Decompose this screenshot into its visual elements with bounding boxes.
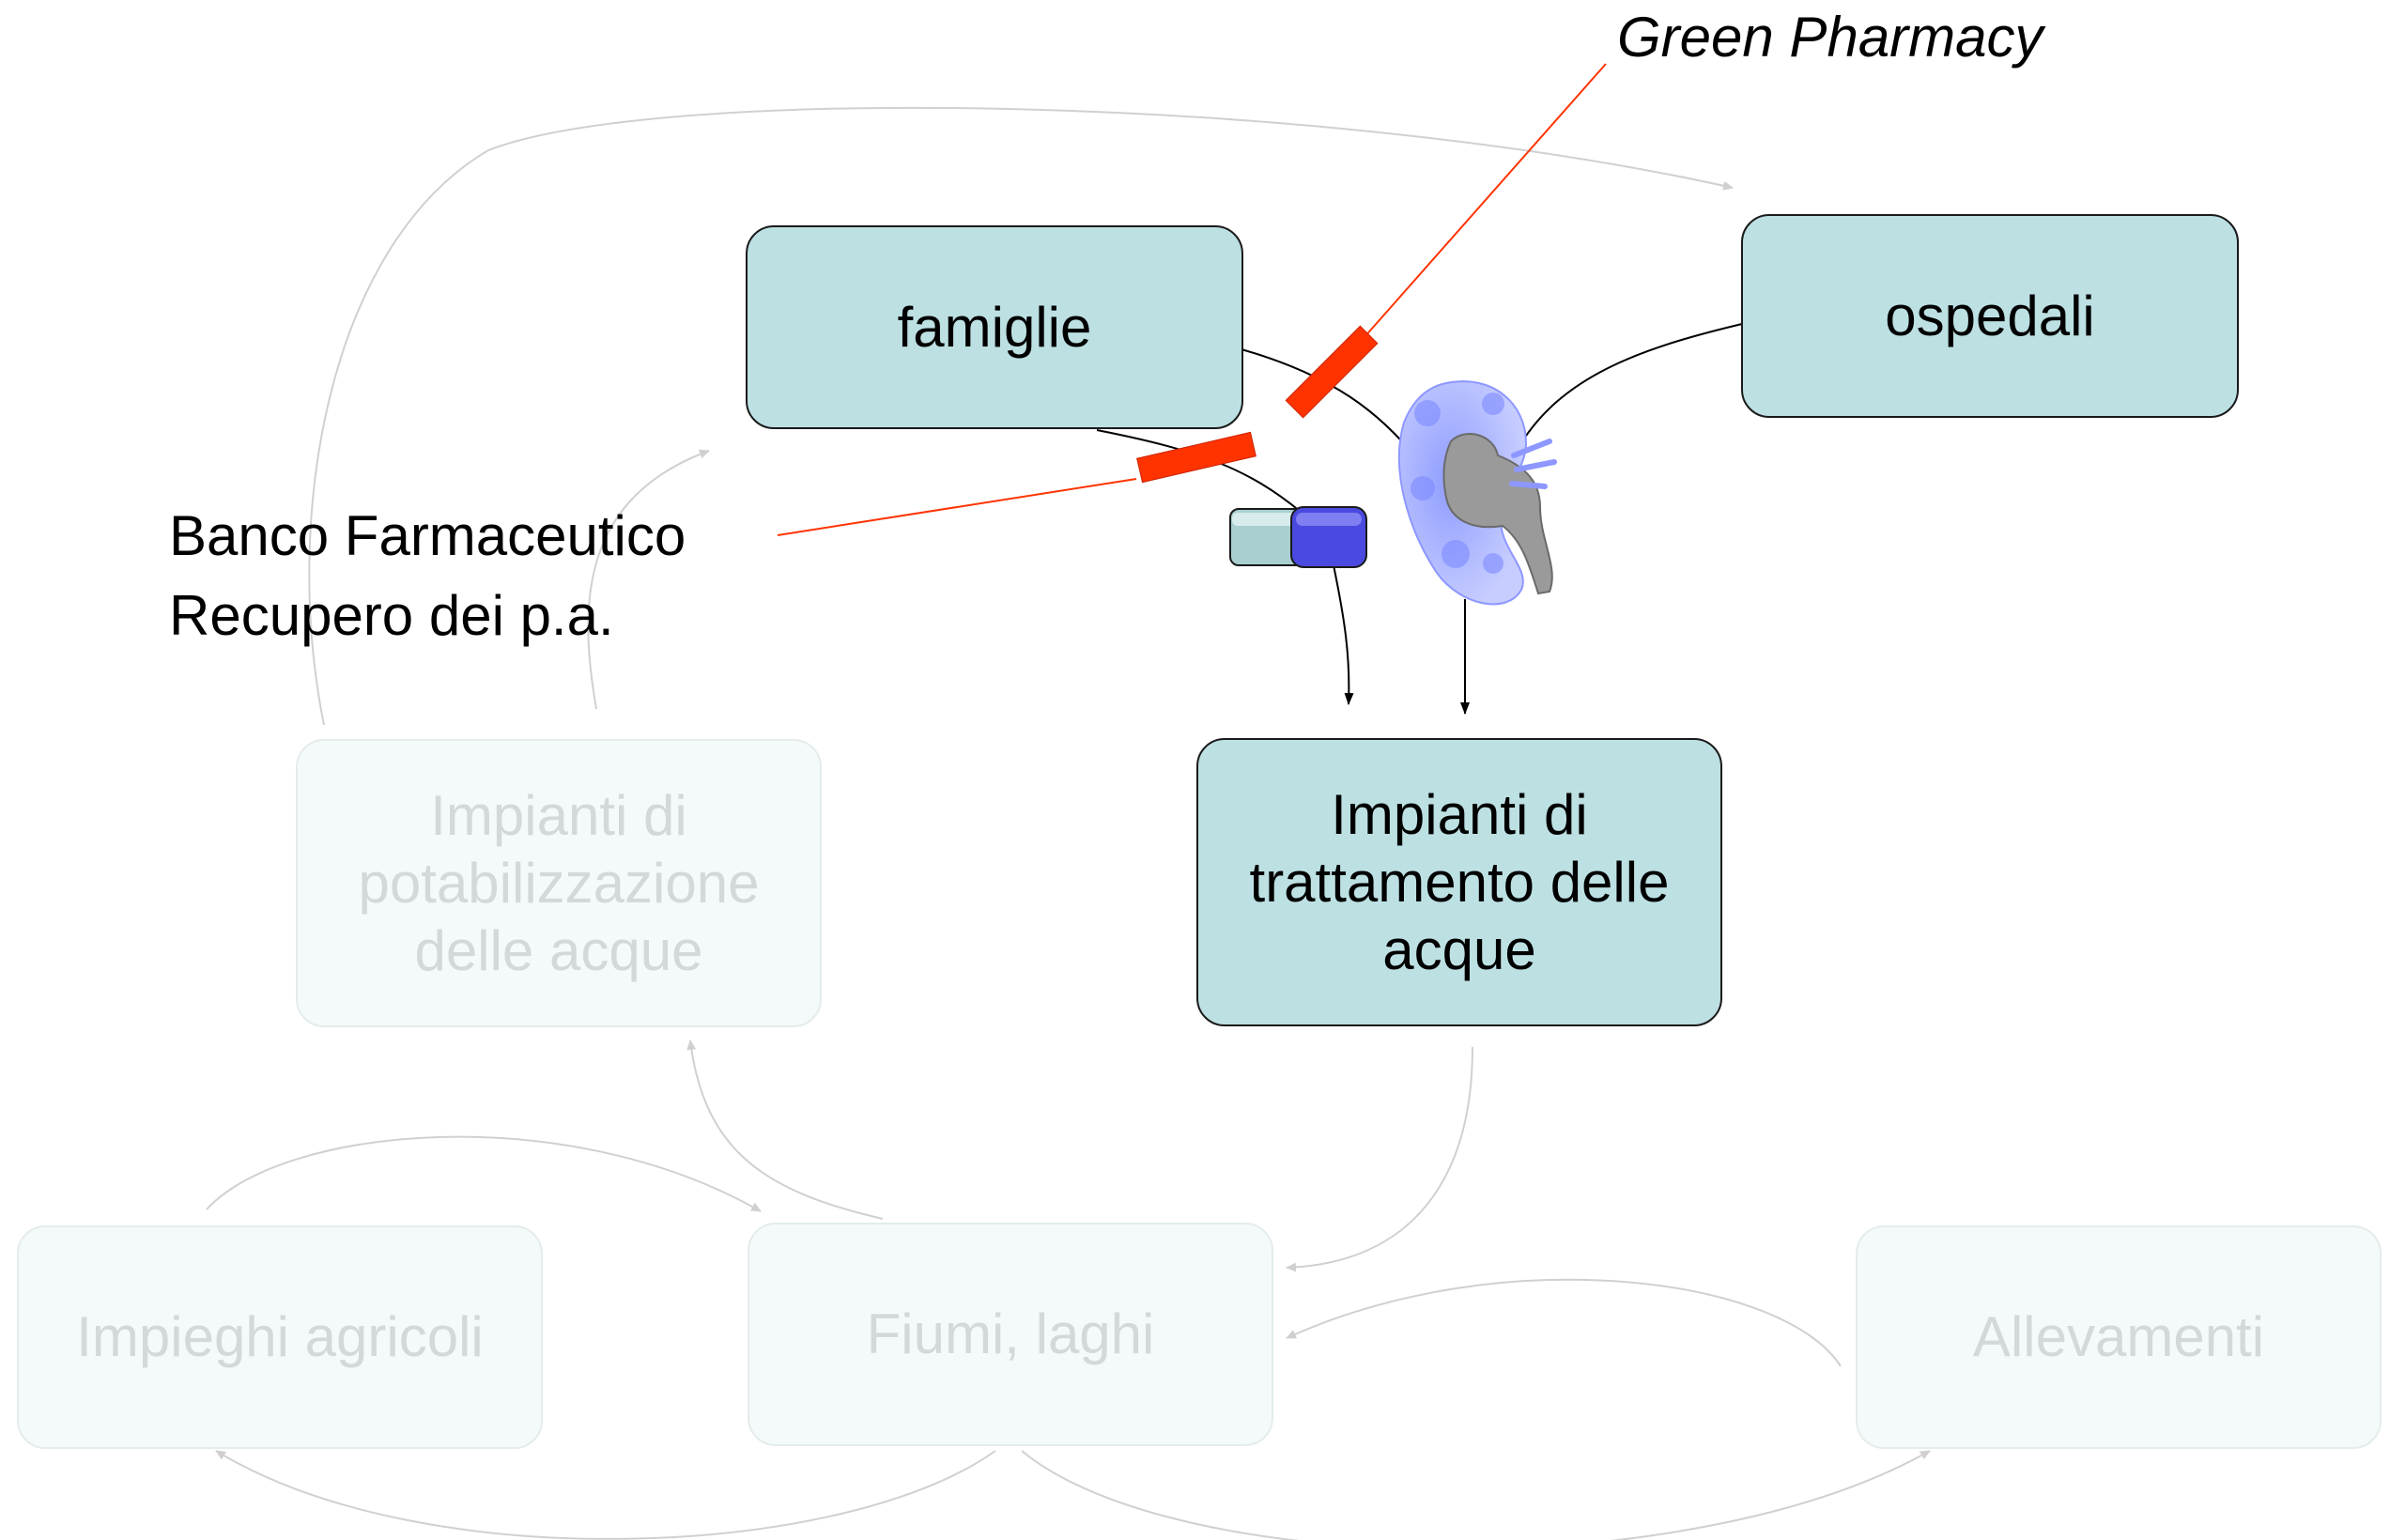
banco-leader-line <box>777 478 1137 536</box>
node-allevamenti-label: Allevamenti <box>1972 1305 2265 1368</box>
node-fiumi-laghi-label: Fiumi, laghi <box>866 1302 1155 1365</box>
node-ospedali-label: ospedali <box>1885 284 2095 347</box>
line-ospedali-to-kidney <box>1516 323 1743 452</box>
node-ospedali[interactable]: ospedali <box>1741 214 2239 418</box>
node-impieghi-agricoli-label: Impieghi agricoli <box>76 1305 484 1368</box>
banco-barrier <box>1136 431 1257 484</box>
arrow-fiumi-to-potabilizzazione <box>686 1040 884 1220</box>
node-fiumi-laghi[interactable]: Fiumi, laghi <box>748 1223 1273 1446</box>
green-pharmacy-label: Green Pharmacy <box>1617 6 2043 69</box>
node-impieghi-agricoli[interactable]: Impieghi agricoli <box>17 1225 543 1449</box>
arrow-agricoli-to-fiumi <box>206 1135 762 1212</box>
arrow-potabilizzazione-to-ospedali <box>308 106 1734 726</box>
green-pharmacy-barrier <box>1285 325 1379 419</box>
arrow-trattamento-to-fiumi <box>1286 1046 1473 1272</box>
pill-icon <box>1229 506 1367 568</box>
barriers <box>777 63 1607 536</box>
node-famiglie-label: famiglie <box>897 295 1092 359</box>
node-impianti-potabilizzazione[interactable]: Impianti di potabilizzazione delle acque <box>296 739 822 1027</box>
arrow-allevamenti-to-fiumi <box>1286 1278 1842 1367</box>
arrow-fiumi-to-allevamenti <box>1021 1450 1931 1540</box>
green-pharmacy-leader-line <box>1363 63 1607 339</box>
arrow-fiumi-to-agricoli <box>215 1450 996 1540</box>
kidney-icon <box>1397 380 1557 606</box>
banco-farmaceutico-label: Banco Farmaceutico <box>169 504 686 567</box>
node-allevamenti[interactable]: Allevamenti <box>1856 1225 2382 1449</box>
node-impianti-trattamento-label: Impianti di trattamento delle acque <box>1249 782 1670 981</box>
line-famiglie-to-pill <box>1096 429 1302 513</box>
faded-connectors <box>206 106 1931 1540</box>
recupero-pa-label: Recupero dei p.a. <box>169 584 614 647</box>
node-famiglie[interactable]: famiglie <box>746 225 1243 429</box>
arrow-pill-to-trattamento <box>1333 564 1354 705</box>
node-impianti-potabilizzazione-label: Impianti di potabilizzazione delle acque <box>358 783 760 982</box>
node-impianti-trattamento[interactable]: Impianti di trattamento delle acque <box>1196 738 1722 1026</box>
arrow-potabilizzazione-to-famiglie <box>587 449 710 710</box>
